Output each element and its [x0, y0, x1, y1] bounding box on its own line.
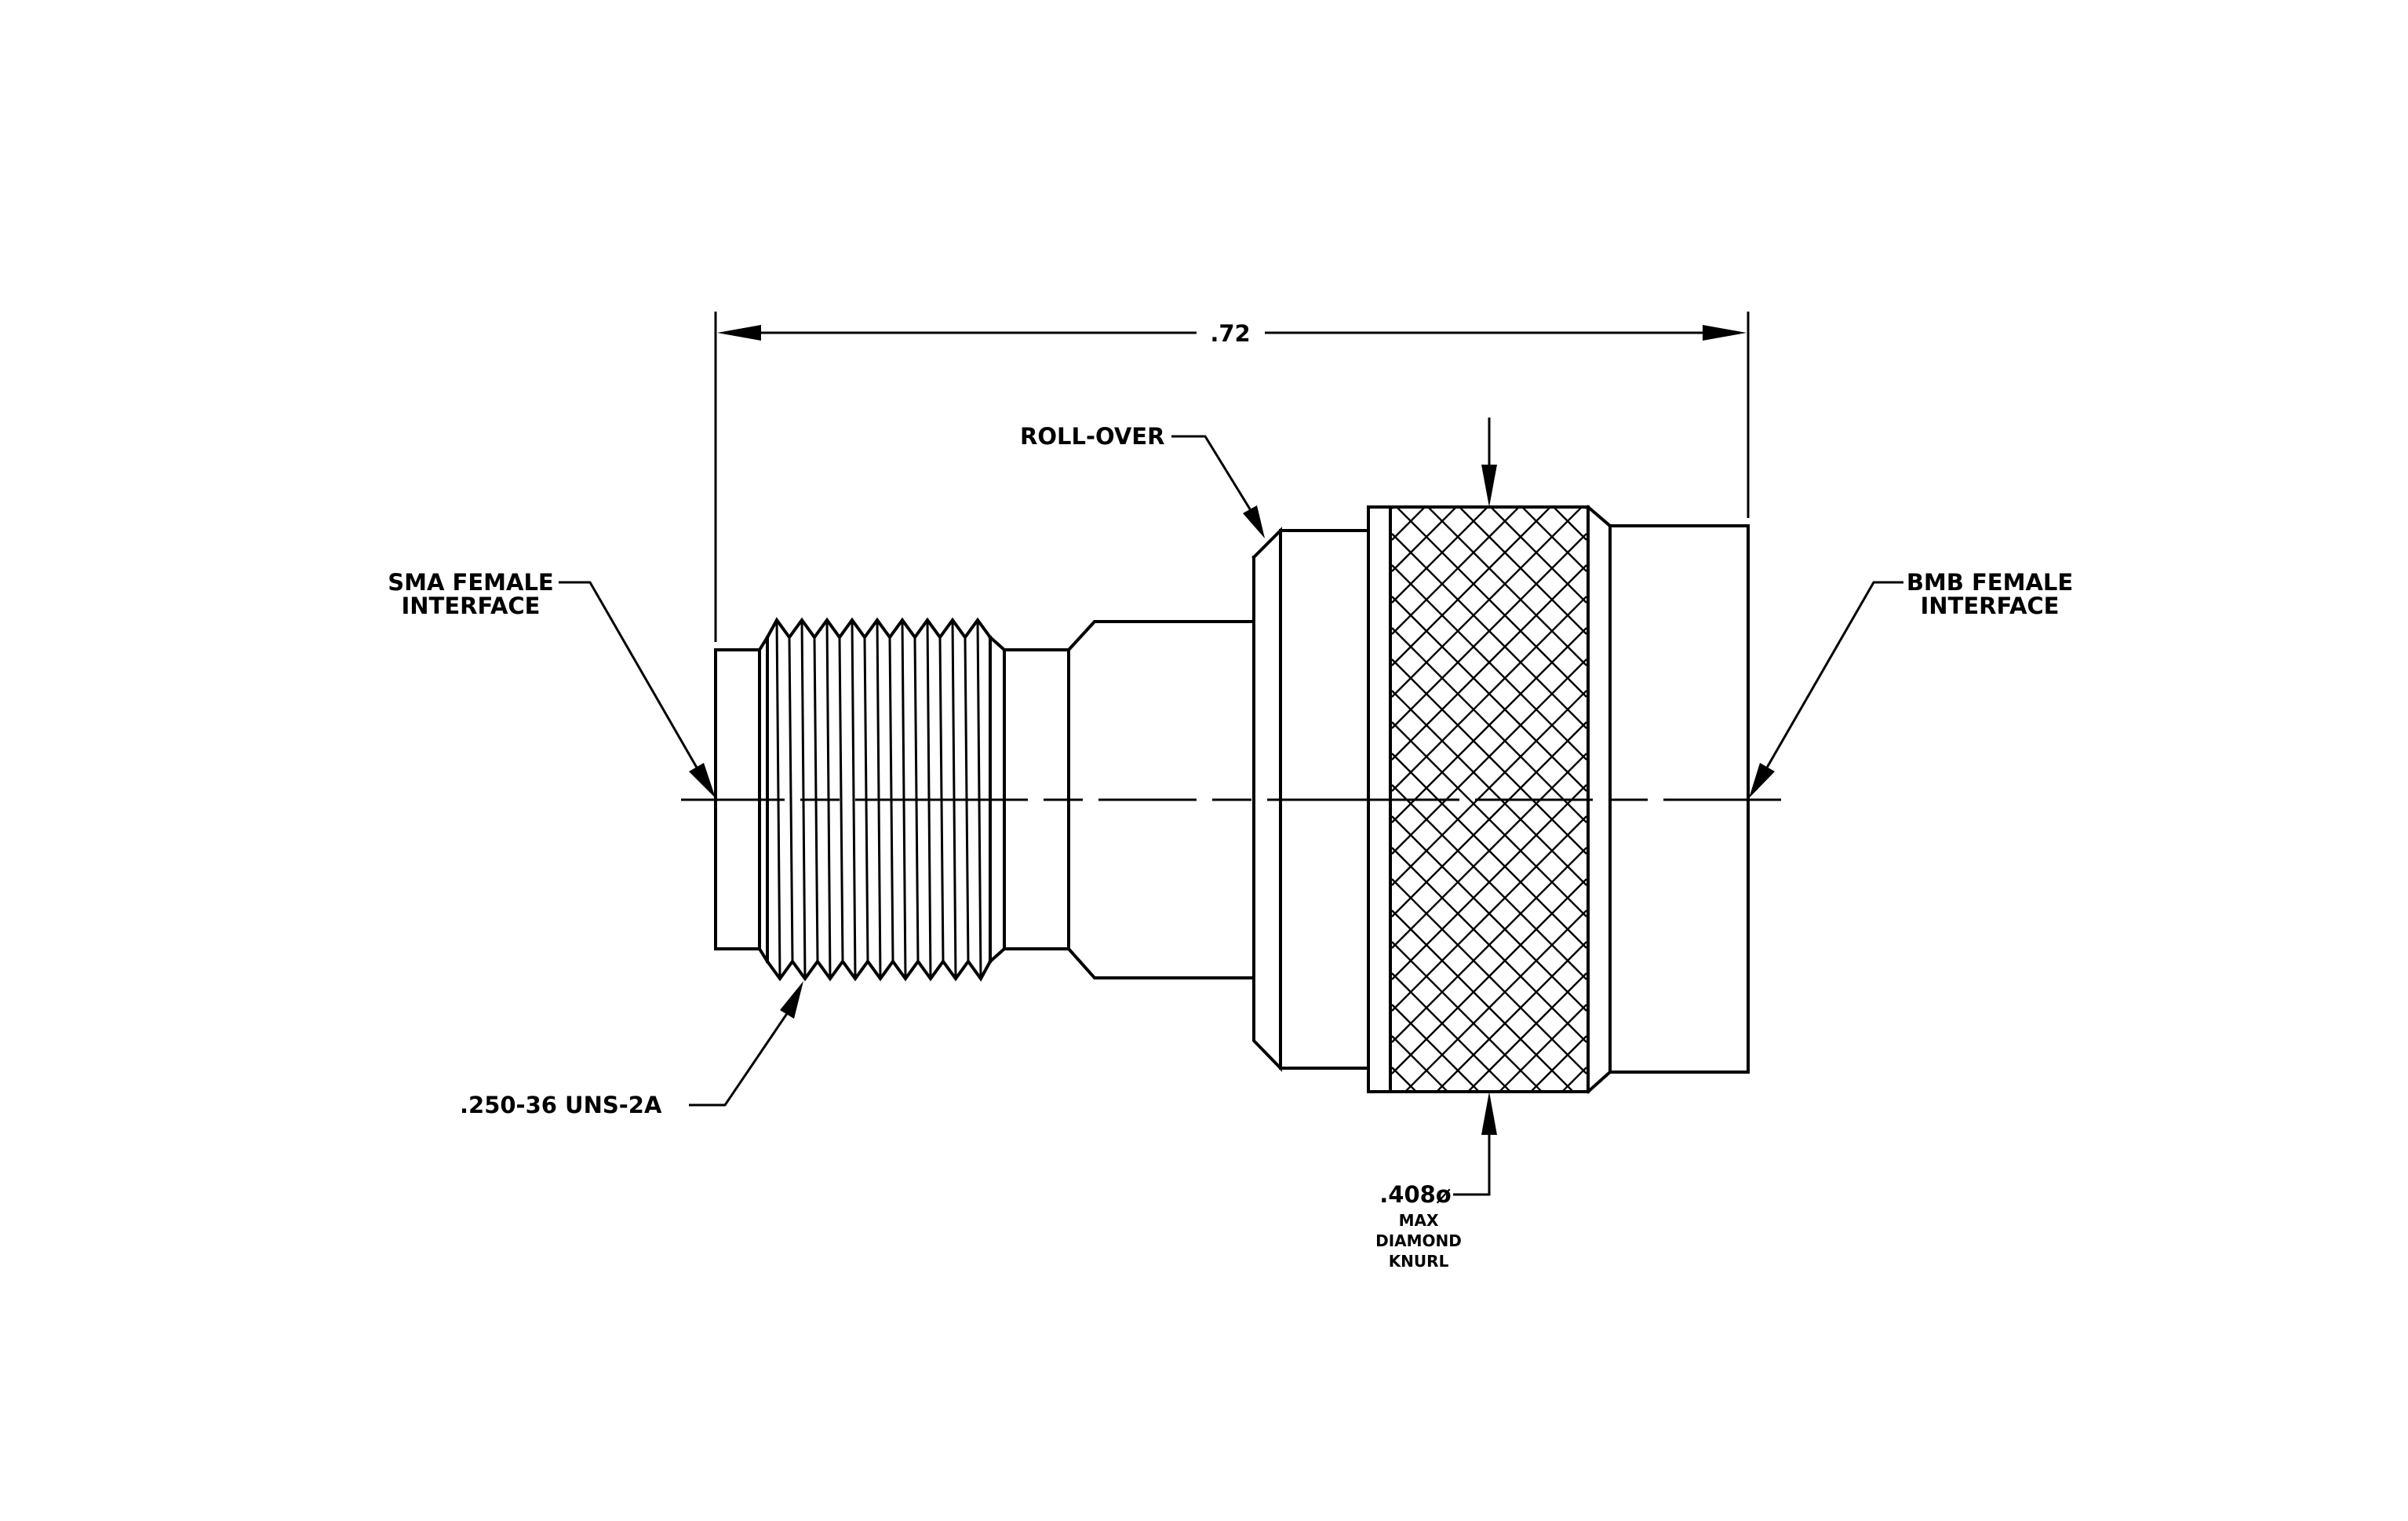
sma-label-line2: INTERFACE [401, 593, 540, 619]
sma-front-tube [714, 648, 761, 950]
knurl-label-line2: DIAMOND [1375, 1231, 1462, 1250]
sma-label-line1: SMA FEMALE [388, 569, 554, 596]
bmb-rear-tube [1608, 524, 1750, 1074]
neck [1003, 648, 1070, 950]
overall-length-dimension: .72 [714, 312, 1750, 642]
bmb-label-line1: BMB FEMALE [1907, 569, 2073, 596]
roll-over-label: ROLL-OVER [1020, 423, 1164, 450]
thread-section [757, 617, 1007, 982]
thread-callout: .250-36 UNS-2A [460, 981, 803, 1118]
sma-interface-callout: SMA FEMALE INTERFACE [388, 569, 716, 798]
diamond-knurl-pattern [1392, 509, 1587, 1090]
knurl-band [1367, 505, 1590, 1093]
bmb-label-line2: INTERFACE [1920, 593, 2059, 619]
knurl-label-line1: MAX [1399, 1211, 1439, 1230]
knurl-diameter-callout: .408ø MAX DIAMOND KNURL [1375, 418, 1497, 1271]
roll-over-callout: ROLL-OVER [1020, 423, 1265, 538]
bmb-interface-callout: BMB FEMALE INTERFACE [1749, 569, 2073, 798]
overall-length-label: .72 [1210, 320, 1250, 347]
knurl-label-line3: KNURL [1389, 1252, 1449, 1271]
connector-body [714, 505, 1750, 1094]
thread-label: .250-36 UNS-2A [460, 1092, 662, 1118]
knurl-dia-label: .408ø [1379, 1181, 1451, 1208]
